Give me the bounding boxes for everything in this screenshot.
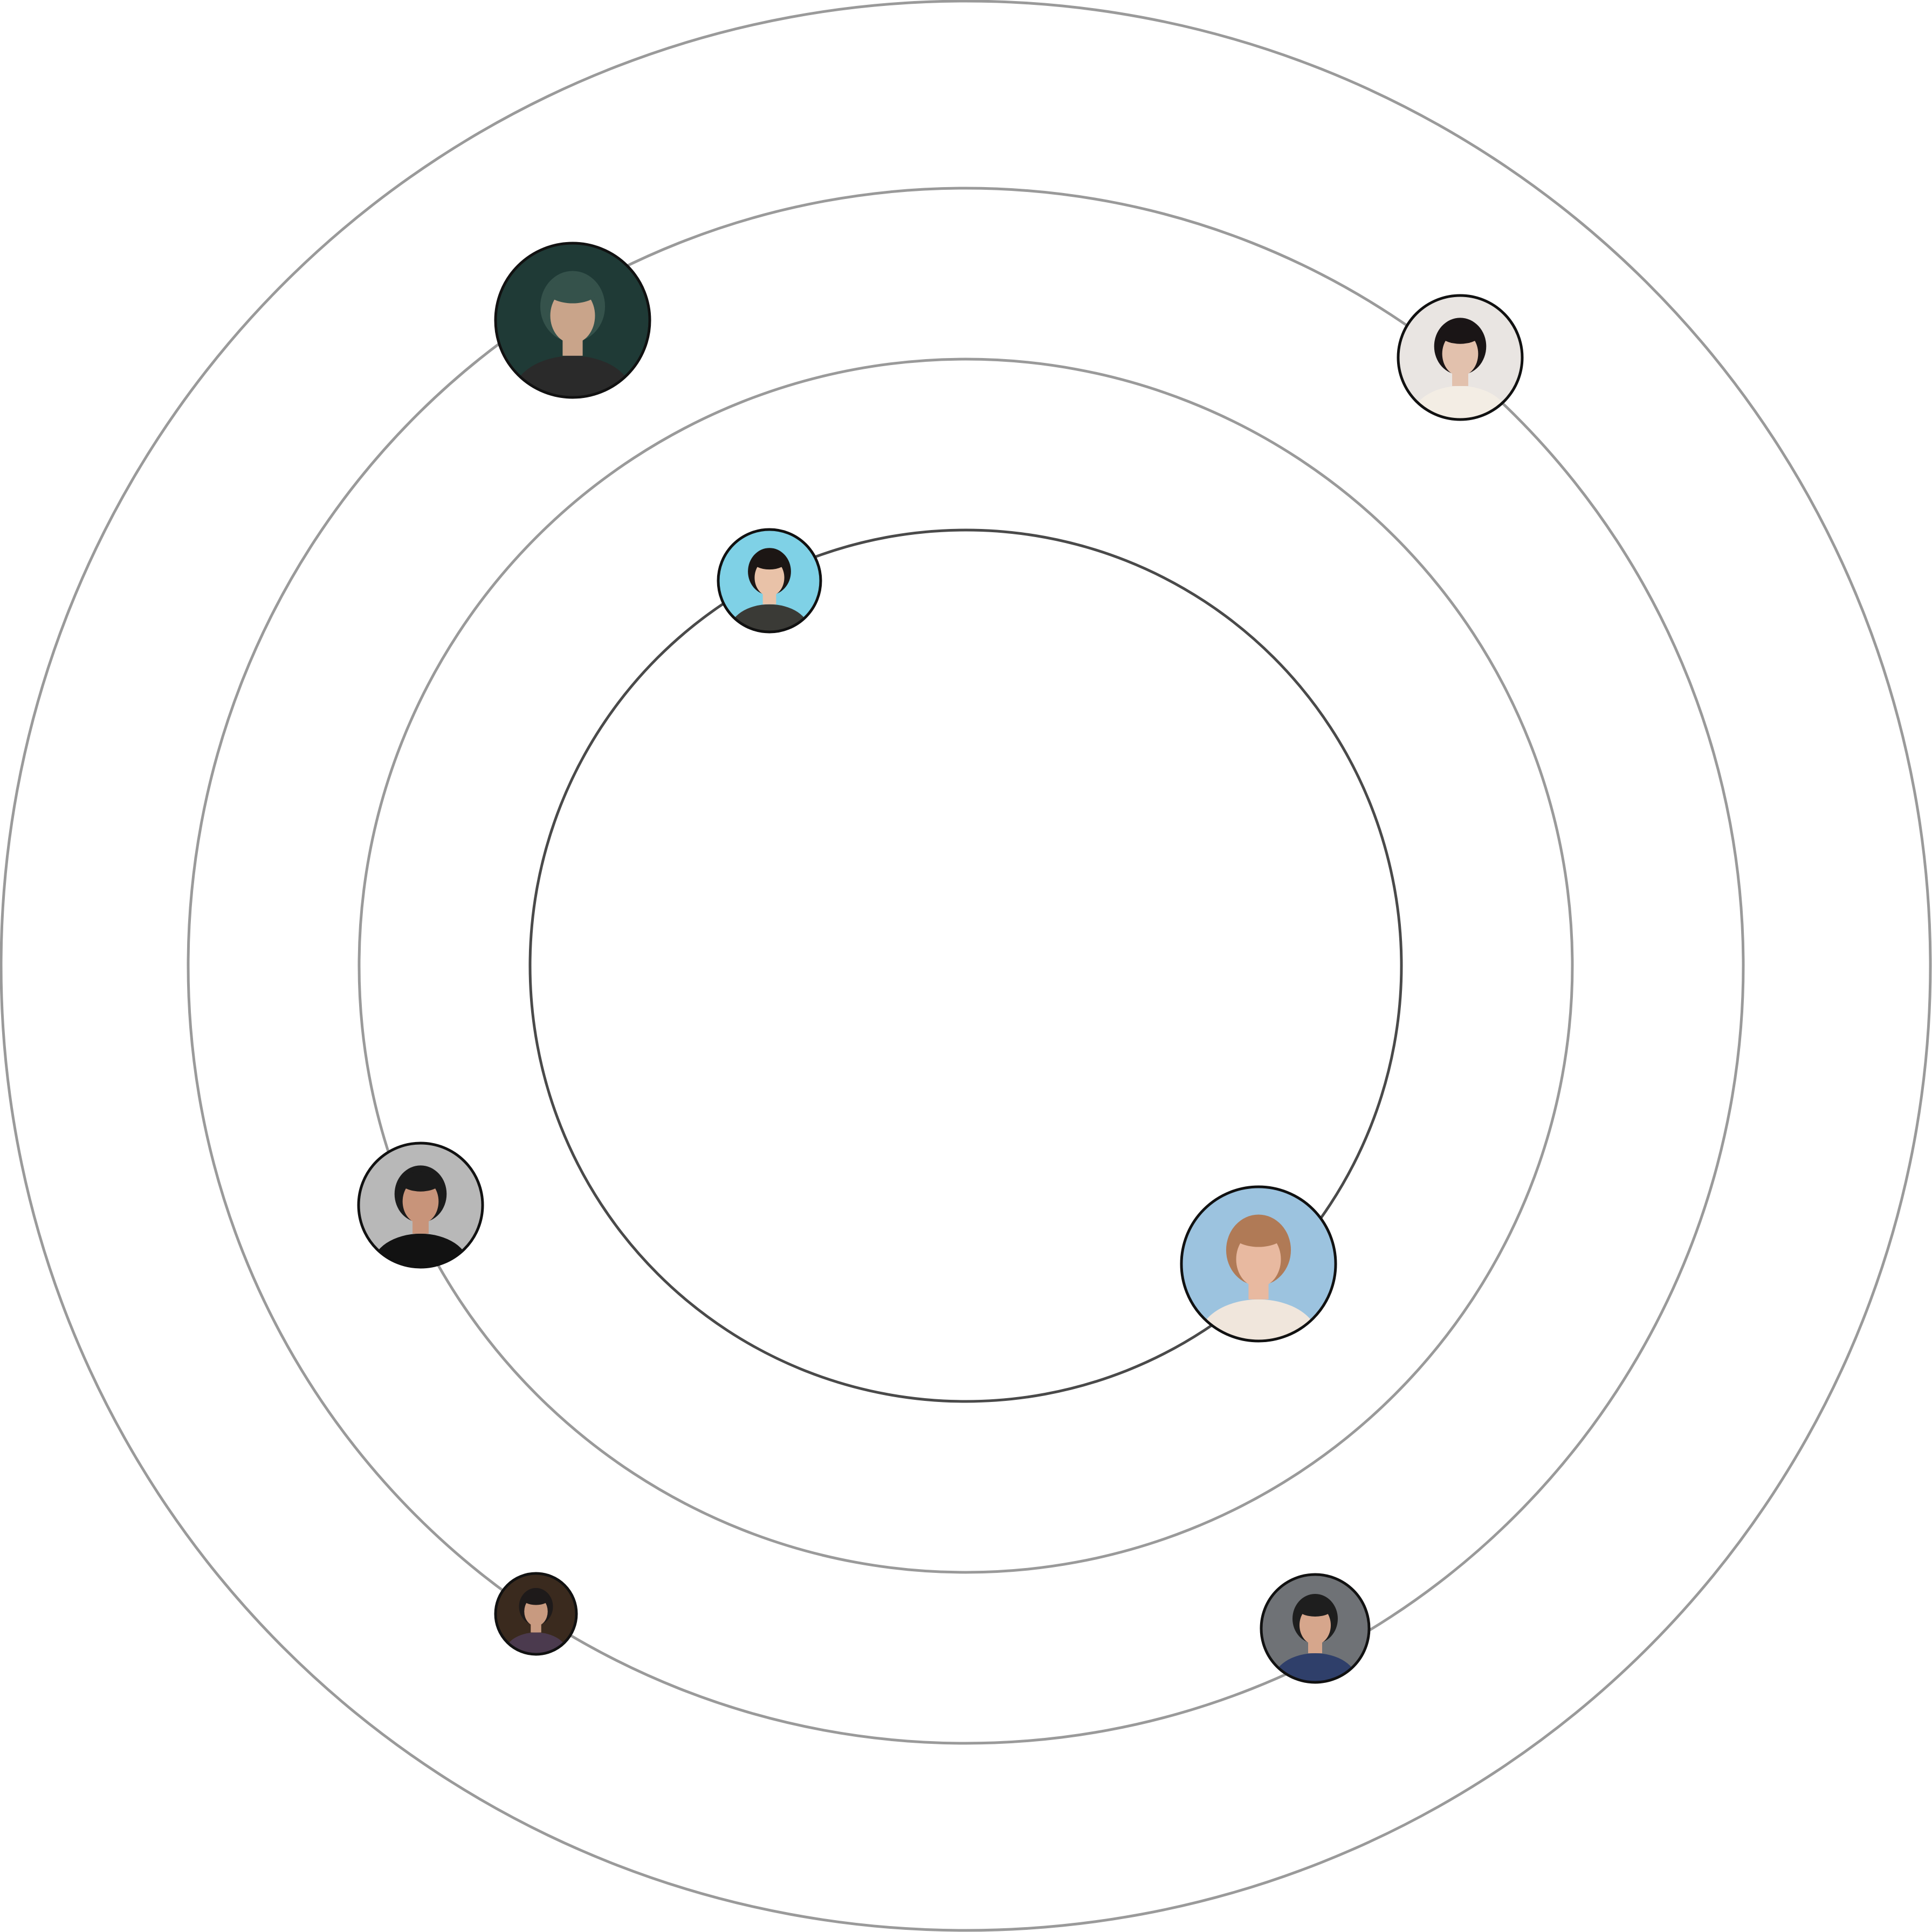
- avatar-border: [494, 242, 651, 399]
- avatar-red-lip-woman[interactable]: [717, 528, 822, 658]
- avatar-dark-hair-woman[interactable]: [1397, 294, 1524, 451]
- avatar-smiling-man[interactable]: [1260, 1573, 1371, 1709]
- person-photo-icon: [359, 1143, 483, 1267]
- avatar-border: [1260, 1573, 1371, 1684]
- avatar-cafe-man[interactable]: [494, 1572, 578, 1675]
- avatar-border: [1397, 294, 1524, 421]
- person-photo-icon: [1398, 295, 1522, 420]
- avatars: [357, 242, 1524, 1709]
- orbit-2: [357, 357, 1574, 1574]
- orbit-3: [187, 187, 1745, 1745]
- person-photo-icon: [1261, 1575, 1369, 1682]
- avatar-border: [494, 1572, 578, 1656]
- avatar-windblown-hair-woman[interactable]: [1180, 1185, 1337, 1379]
- person-photo-icon: [496, 1573, 576, 1654]
- person-photo-icon: [496, 243, 650, 397]
- person-photo-icon: [718, 530, 821, 632]
- avatar-curly-hair-man[interactable]: [494, 242, 651, 436]
- avatar-border: [357, 1142, 484, 1269]
- avatar-border: [717, 528, 822, 634]
- avatar-border: [1180, 1185, 1337, 1343]
- orbit-1: [528, 528, 1403, 1403]
- avatar-bearded-man[interactable]: [357, 1142, 484, 1298]
- person-photo-icon: [1181, 1187, 1336, 1341]
